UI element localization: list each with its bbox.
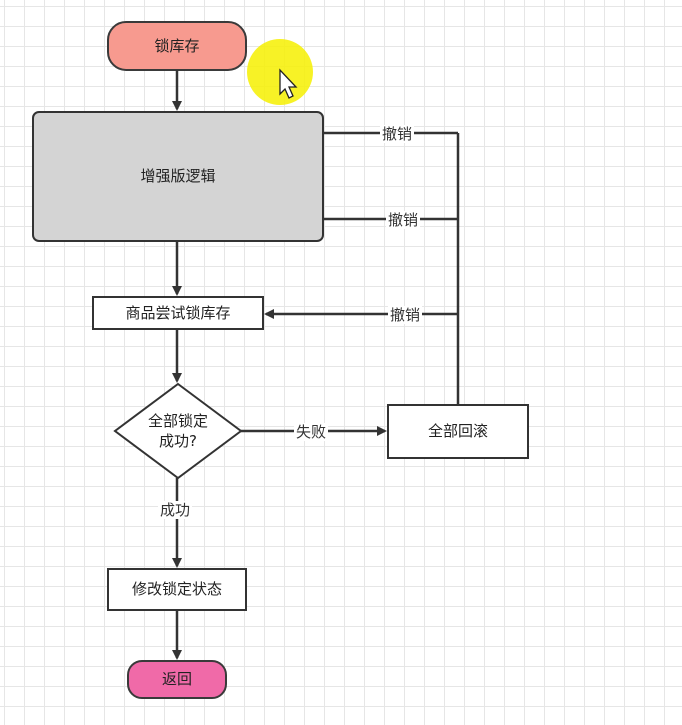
node-return[interactable] [127, 660, 227, 699]
label-lock-stock: 锁库存 [154, 36, 200, 55]
label-return: 返回 [161, 670, 192, 689]
label-enhanced-logic: 增强版逻辑 [140, 167, 216, 186]
edge-label-success: 成功 [158, 501, 193, 519]
edge-label-cancel-1: 撤销 [380, 125, 415, 143]
node-try-lock[interactable] [92, 296, 264, 330]
label-update-status: 修改锁定状态 [131, 580, 222, 599]
edge-label-fail: 失败 [294, 423, 329, 441]
label-try-lock: 商品尝试锁库存 [125, 303, 231, 322]
edge-label-cancel-2: 撤销 [386, 211, 421, 229]
edge-label-cancel-3: 撤销 [388, 306, 423, 324]
cursor-icon [279, 68, 298, 99]
label-all-locked: 全部锁定 成功? [147, 411, 208, 450]
label-rollback: 全部回滚 [427, 422, 488, 441]
node-rollback[interactable] [387, 404, 529, 459]
